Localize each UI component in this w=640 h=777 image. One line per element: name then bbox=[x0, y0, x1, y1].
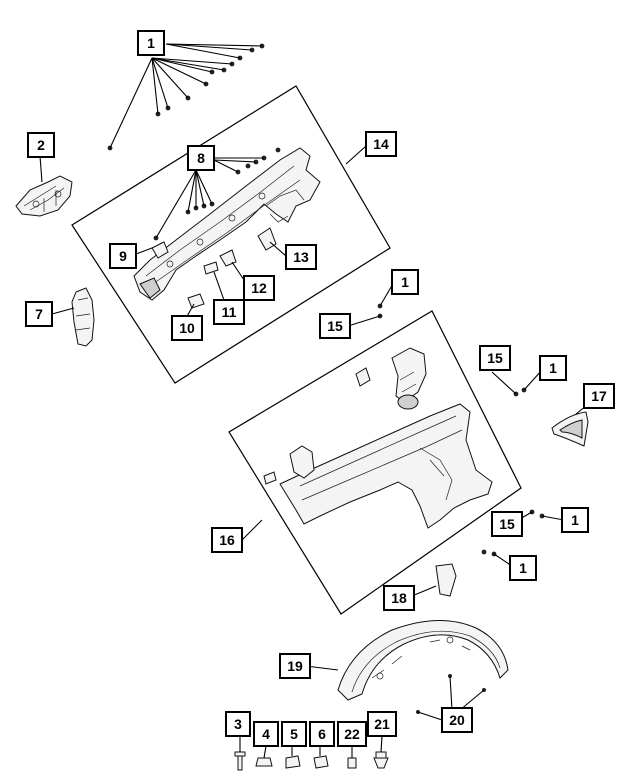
callout-label: 8 bbox=[197, 150, 205, 166]
callout-label: 6 bbox=[318, 726, 326, 742]
part-13-bracket bbox=[257, 227, 277, 251]
callout-8: 8 bbox=[187, 145, 215, 171]
callout-label: 10 bbox=[179, 320, 195, 336]
part-19-liner bbox=[337, 620, 509, 701]
part-14-rail-assembly bbox=[133, 147, 321, 301]
callout-1-top: 1 bbox=[137, 30, 165, 56]
part-5-nut bbox=[285, 755, 301, 769]
part-2-bracket bbox=[15, 175, 73, 217]
callout-label: 15 bbox=[499, 516, 515, 532]
callout-label: 11 bbox=[222, 304, 237, 320]
callout-3: 3 bbox=[225, 711, 251, 737]
callout-label: 3 bbox=[234, 716, 242, 732]
callout-label: 13 bbox=[293, 249, 309, 265]
part-11-clip bbox=[203, 261, 219, 275]
part-21-grommet bbox=[373, 751, 389, 769]
callout-10: 10 bbox=[171, 315, 203, 341]
callout-label: 4 bbox=[262, 726, 270, 742]
callout-label: 2 bbox=[37, 137, 45, 153]
callout-label: 20 bbox=[449, 712, 465, 728]
callout-13: 13 bbox=[285, 244, 317, 270]
callout-label: 15 bbox=[487, 350, 503, 366]
callout-label: 12 bbox=[251, 280, 267, 296]
callout-1-right: 1 bbox=[539, 355, 567, 381]
callout-15-right: 15 bbox=[479, 345, 511, 371]
part-10-plate bbox=[187, 293, 205, 309]
part-4-nut bbox=[255, 757, 273, 767]
part-16-panel-assembly bbox=[263, 347, 493, 529]
callout-5: 5 bbox=[281, 721, 307, 747]
fasteners-1-top bbox=[107, 43, 265, 151]
callout-label: 1 bbox=[571, 512, 579, 528]
callout-label: 19 bbox=[287, 658, 303, 674]
callout-label: 7 bbox=[35, 306, 43, 322]
callout-15-lower: 15 bbox=[491, 511, 523, 537]
part-3-bolt bbox=[234, 751, 246, 771]
callout-17: 17 bbox=[583, 383, 615, 409]
callout-label: 5 bbox=[290, 726, 298, 742]
callout-7: 7 bbox=[25, 301, 53, 327]
callout-11: 11 bbox=[213, 299, 245, 325]
leader-lines bbox=[39, 43, 587, 759]
group-frame-14 bbox=[71, 85, 391, 384]
callout-label: 21 bbox=[374, 716, 390, 732]
callout-1-lower-b: 1 bbox=[509, 555, 537, 581]
callout-22: 22 bbox=[337, 721, 367, 747]
callout-4: 4 bbox=[253, 721, 279, 747]
callout-9: 9 bbox=[109, 243, 137, 269]
callout-15-mid: 15 bbox=[319, 313, 351, 339]
callout-12: 12 bbox=[243, 275, 275, 301]
callout-6: 6 bbox=[309, 721, 335, 747]
callout-label: 1 bbox=[549, 360, 557, 376]
callout-label: 15 bbox=[327, 318, 343, 334]
part-9-bracket bbox=[151, 241, 169, 259]
callout-1-lower-a: 1 bbox=[561, 507, 589, 533]
callout-16: 16 bbox=[211, 527, 243, 553]
callout-14: 14 bbox=[365, 131, 397, 157]
callout-label: 14 bbox=[373, 136, 389, 152]
callout-label: 1 bbox=[147, 35, 155, 51]
callout-20: 20 bbox=[441, 707, 473, 733]
callout-label: 16 bbox=[219, 532, 235, 548]
callout-18: 18 bbox=[383, 585, 415, 611]
hardware-row bbox=[234, 751, 389, 771]
part-18-bracket bbox=[435, 563, 457, 597]
callout-2: 2 bbox=[27, 132, 55, 158]
callout-label: 18 bbox=[391, 590, 407, 606]
callout-label: 9 bbox=[119, 248, 127, 264]
callout-label: 1 bbox=[401, 274, 409, 290]
part-22-plug bbox=[347, 757, 357, 769]
callout-label: 1 bbox=[519, 560, 527, 576]
callout-label: 22 bbox=[344, 726, 360, 742]
part-7-pillar bbox=[71, 287, 95, 347]
part-6-clip bbox=[313, 755, 329, 769]
callout-21: 21 bbox=[367, 711, 397, 737]
callout-1-mid: 1 bbox=[391, 269, 419, 295]
part-17-trim-edge bbox=[559, 419, 583, 439]
group-frame-16 bbox=[228, 310, 522, 615]
callout-label: 17 bbox=[591, 388, 607, 404]
callout-19: 19 bbox=[279, 653, 311, 679]
